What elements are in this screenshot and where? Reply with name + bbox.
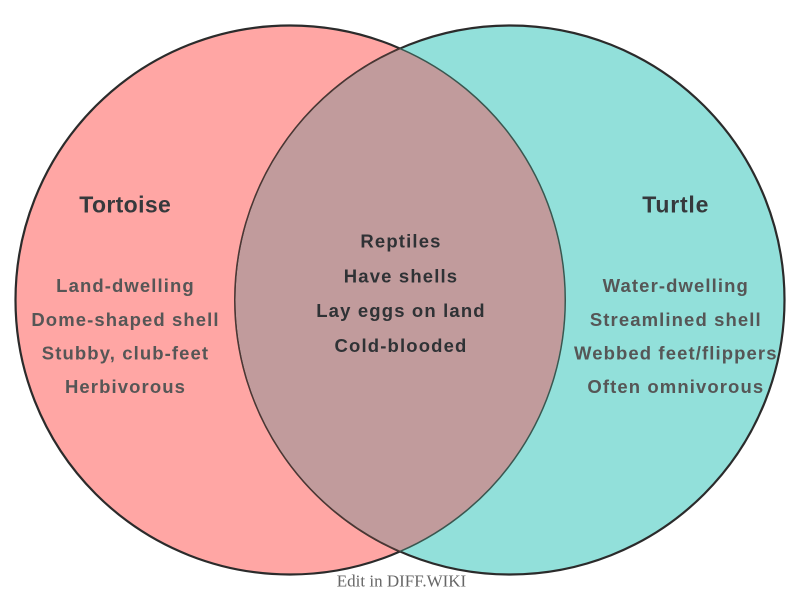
svg-text:Webbed feet/flippers: Webbed feet/flippers: [574, 343, 778, 364]
svg-text:Stubby, club-feet: Stubby, club-feet: [42, 343, 209, 364]
svg-text:Streamlined shell: Streamlined shell: [590, 309, 762, 330]
svg-text:Water-dwelling: Water-dwelling: [603, 275, 749, 296]
svg-text:Cold-blooded: Cold-blooded: [335, 335, 468, 356]
svg-text:Turtle: Turtle: [642, 192, 709, 218]
svg-text:Tortoise: Tortoise: [79, 192, 171, 218]
svg-text:Herbivorous: Herbivorous: [65, 376, 186, 397]
svg-text:Reptiles: Reptiles: [360, 231, 441, 252]
svg-text:Lay eggs on land: Lay eggs on land: [316, 300, 486, 321]
svg-text:Dome-shaped shell: Dome-shaped shell: [31, 309, 219, 330]
svg-text:Land-dwelling: Land-dwelling: [56, 275, 195, 296]
svg-text:Edit in DIFF.WIKI: Edit in DIFF.WIKI: [337, 572, 467, 591]
svg-text:Often omnivorous: Often omnivorous: [587, 376, 764, 397]
svg-text:Have shells: Have shells: [344, 265, 458, 286]
